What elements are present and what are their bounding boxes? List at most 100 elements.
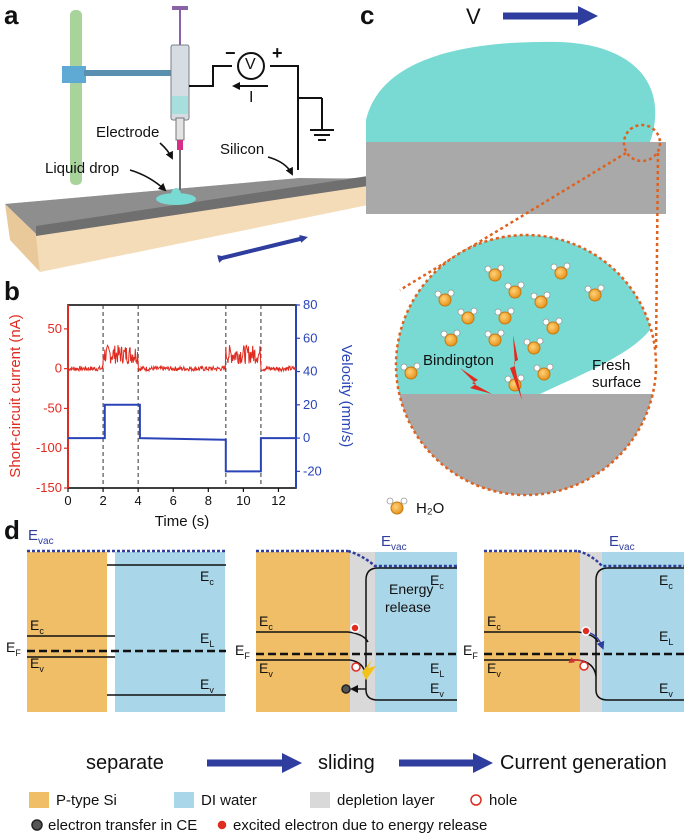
legend-electron-transfer: electron transfer in CE <box>48 817 198 834</box>
h2o-legend-icon <box>386 497 408 515</box>
evac-label-separate: Evac <box>28 527 54 547</box>
energy-release-line2: release <box>385 599 431 615</box>
h2o-label: H₂O <box>416 500 445 517</box>
ef-label-separate: EF <box>6 639 21 658</box>
bindington-label: Bindington <box>423 352 494 369</box>
el-label-separate: EL <box>200 630 215 649</box>
h2o-molecule-icon <box>494 307 515 325</box>
x-tick-label: 0 <box>64 493 71 508</box>
y2-tick-label: 40 <box>303 364 317 379</box>
water-block-separate <box>107 552 225 712</box>
h2o-molecule-icon <box>434 289 455 307</box>
legend-electron-icon <box>31 819 43 831</box>
ef-label-sliding: EF <box>235 642 250 661</box>
y-tick-label: 50 <box>48 321 62 336</box>
h2o-molecule-icon <box>530 291 551 309</box>
liquid-drop-shape <box>156 193 196 205</box>
legend-hole: hole <box>489 792 518 809</box>
ptype-block-separate <box>27 552 115 712</box>
current-generation-label: Current generation <box>500 752 667 774</box>
h2o-molecule-icon <box>440 329 461 347</box>
legend-ptype: P-type Si <box>56 792 117 809</box>
x-tick-label: 12 <box>271 493 285 508</box>
evac-label-sliding: Evac <box>381 533 407 553</box>
h2o-molecule-icon <box>457 307 478 325</box>
liquid-drop-label: Liquid drop <box>45 160 120 177</box>
ec-label-p-separate: Ec <box>30 617 44 636</box>
y2-tick-label: 20 <box>303 397 317 412</box>
ev-label-w-separate: Ev <box>200 676 214 695</box>
current-label: I <box>249 89 254 106</box>
ev-label-w-sliding: Ev <box>430 680 444 699</box>
el-label-sliding: EL <box>430 660 445 679</box>
el-label-current: EL <box>659 628 674 647</box>
legend-water: DI water <box>201 792 257 809</box>
plus-sign: + <box>272 43 283 63</box>
h2o-molecule-icon <box>584 284 605 302</box>
x-tick-label: 10 <box>236 493 250 508</box>
panel-label-b: b <box>4 276 20 306</box>
water-block-current <box>602 552 684 712</box>
separate-label: separate <box>86 752 164 774</box>
x-tick-label: 4 <box>135 493 142 508</box>
y-tick-label: -100 <box>36 440 62 455</box>
y-tick-label: -50 <box>43 400 62 415</box>
velocity-label: V <box>466 4 481 29</box>
lightning-icon <box>460 368 492 394</box>
ev-label-p-separate: Ev <box>30 655 44 674</box>
lightning-icon-2 <box>510 335 522 400</box>
substrate <box>366 142 666 214</box>
ev-label-p-sliding: Ev <box>259 660 273 679</box>
ec-label-w-separate: Ec <box>200 568 214 587</box>
h2o-molecule-icon <box>542 317 563 335</box>
h2o-molecule-icon <box>533 363 554 381</box>
y2-tick-label: 80 <box>303 297 317 312</box>
h2o-molecule-icon <box>504 281 525 299</box>
drop-shape <box>366 41 656 142</box>
h2o-molecule-icon <box>550 262 571 280</box>
panel-label-a: a <box>4 0 19 30</box>
ef-label-current: EF <box>463 642 478 661</box>
panel-label-c: c <box>360 0 375 30</box>
panel-label-d: d <box>4 515 20 545</box>
minus-sign: − <box>225 43 236 63</box>
y2-axis-label: Velocity (mm/s) <box>338 345 355 448</box>
ev-label-p-current: Ev <box>487 660 501 679</box>
y2-tick-label: 60 <box>303 330 317 345</box>
y2-tick-label: 0 <box>303 430 310 445</box>
electrode-label: Electrode <box>96 124 160 141</box>
h2o-molecule-icon <box>523 337 544 355</box>
ec-label-p-sliding: Ec <box>259 613 273 632</box>
ec-label-p-current: Ec <box>487 613 501 632</box>
current-series-line <box>67 344 297 373</box>
slide-direction-arrow <box>217 235 308 263</box>
energy-release-line1: Energy <box>389 581 434 597</box>
fresh-label: Fresh <box>592 357 631 374</box>
y-axis-label: Short-circuit current (nA) <box>7 314 24 477</box>
legend-swatch-ptype <box>29 792 49 808</box>
h2o-molecule-icon <box>484 329 505 347</box>
ec-label-w-current: Ec <box>659 572 673 591</box>
stand-pole <box>70 10 82 185</box>
x-tick-label: 2 <box>99 493 106 508</box>
velocity-series-line <box>68 403 296 473</box>
sliding-label: sliding <box>318 752 375 774</box>
evac-label-current: Evac <box>609 533 635 553</box>
panel-a-illustration <box>5 6 368 272</box>
x-tick-label: 6 <box>170 493 177 508</box>
water-block-sliding <box>375 552 457 712</box>
ec-label-w-sliding: Ec <box>430 572 444 591</box>
water-molecules <box>400 262 605 392</box>
voltmeter-label: V <box>245 56 256 73</box>
silicon-label: Silicon <box>220 141 265 158</box>
legend-hole-icon <box>470 794 482 806</box>
panel-d-diagram <box>27 549 684 831</box>
surface-label: surface <box>592 374 642 391</box>
legend-excited-electron: excited electron due to energy release <box>233 817 488 834</box>
legend-swatch-depletion <box>310 792 330 808</box>
panel-c-illustration <box>366 6 666 515</box>
y2-tick-label: -20 <box>303 463 322 478</box>
x-tick-label: 8 <box>205 493 212 508</box>
